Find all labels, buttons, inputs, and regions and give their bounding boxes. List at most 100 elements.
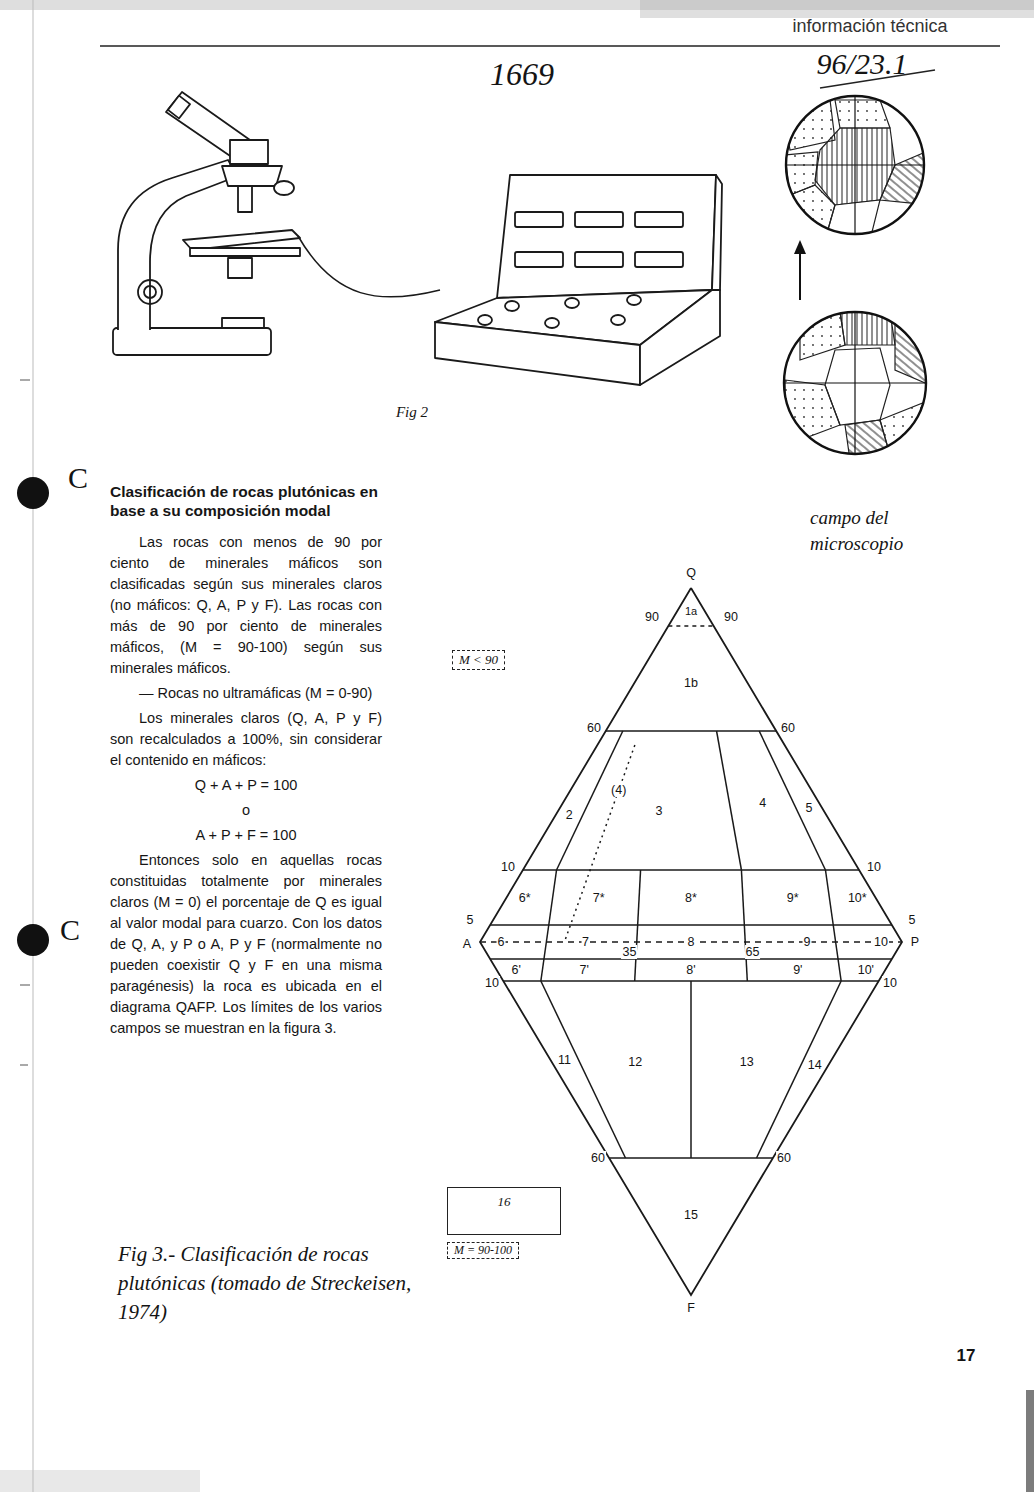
- field-boundary: [480, 588, 902, 1295]
- field-boundary: [557, 731, 623, 870]
- field-boundary: [523, 869, 859, 871]
- microscope: [144, 286, 156, 298]
- microscope-field: [784, 312, 930, 460]
- microscope: [228, 258, 252, 278]
- field-number: 7: [581, 935, 590, 949]
- console: [635, 212, 683, 227]
- console: [712, 175, 722, 290]
- field-number: 9*: [786, 891, 800, 905]
- microscope-field: [784, 312, 926, 454]
- cable: [298, 236, 440, 297]
- figure-caption: Fig 3.- Clasificación de rocas plutónica…: [118, 1240, 438, 1327]
- scan-border: [0, 1470, 200, 1492]
- margin-mark: C: [68, 461, 88, 495]
- console: [611, 315, 625, 325]
- condition-box: M < 90: [452, 650, 505, 670]
- cable: [298, 236, 440, 297]
- running-header: información técnica: [792, 16, 947, 37]
- microscope: [222, 318, 264, 328]
- field-label: Q: [685, 566, 697, 580]
- microscope-field: [784, 382, 926, 383]
- field-boundary: [490, 924, 892, 926]
- field-number: 65: [745, 945, 761, 959]
- field-label: F: [686, 1301, 696, 1315]
- field-number: 8*: [684, 891, 698, 905]
- microscope-field: [785, 380, 840, 440]
- field-boundary: [759, 731, 825, 870]
- field-label: P: [910, 935, 920, 949]
- microscope-field: [835, 100, 890, 128]
- field-boundary: [541, 870, 557, 981]
- field-number: 7*: [592, 891, 606, 905]
- box-text: M = 90-100: [454, 1243, 512, 1258]
- console: [575, 212, 623, 227]
- microscope-field: [880, 400, 930, 460]
- field-number: 9: [803, 935, 812, 949]
- field-number: 6*: [518, 891, 532, 905]
- scan-border: [17, 477, 49, 509]
- microscope: [222, 166, 282, 186]
- field-number: 8: [687, 935, 696, 949]
- margin-mark: C: [60, 913, 80, 947]
- console: [627, 295, 641, 305]
- microscope-field: [784, 96, 930, 460]
- field-number: 12: [627, 1055, 643, 1069]
- console: [505, 301, 519, 311]
- microscope: [183, 230, 300, 250]
- scan-border: [20, 1065, 28, 1066]
- handwritten-number: 96/23.1: [817, 49, 908, 79]
- console: [478, 315, 492, 325]
- formula: Q + A + P = 100: [110, 775, 382, 796]
- field-label: 10: [484, 976, 500, 990]
- field-number: 7': [578, 963, 589, 977]
- field-number: 9': [792, 963, 803, 977]
- console: [575, 252, 623, 267]
- field-boundary: [668, 625, 713, 627]
- microscope: [230, 140, 268, 164]
- console: [515, 252, 563, 267]
- field-number: 6': [510, 963, 521, 977]
- microscope: [238, 186, 252, 212]
- section-heading: Clasificación de rocas plutónicas en bas…: [110, 482, 382, 520]
- field-number: 10: [873, 935, 889, 949]
- console: [640, 290, 720, 385]
- field-label: 60: [776, 1151, 792, 1165]
- figure-note: campo del microscopio: [810, 505, 960, 557]
- scan-border: [1026, 1390, 1034, 1492]
- field-number: 13: [739, 1055, 755, 1069]
- field-number: 15: [683, 1208, 699, 1222]
- microscope: [138, 280, 162, 304]
- field-number: 14: [807, 1058, 823, 1072]
- field-label: 10: [866, 860, 882, 874]
- console: [515, 212, 563, 227]
- field-number: 2: [565, 808, 574, 822]
- field-boundary: [635, 870, 641, 981]
- console: [545, 318, 559, 328]
- field-boundary: [564, 745, 634, 942]
- formula: o: [110, 800, 382, 821]
- field-boundary: [825, 870, 841, 981]
- field-boundary: [541, 981, 626, 1158]
- scan-border: [17, 924, 49, 956]
- field-label: 5: [466, 913, 475, 927]
- microscope-field: [840, 312, 895, 345]
- scan-border: [100, 45, 1000, 47]
- scan-border: [20, 985, 30, 986]
- field-number: 10': [857, 963, 875, 977]
- field-label: 90: [644, 610, 660, 624]
- box-text: M < 90: [459, 652, 498, 668]
- text-column: Clasificación de rocas plutónicas en bas…: [110, 482, 382, 1043]
- microscope-field: [786, 96, 924, 234]
- field-number: (4): [610, 783, 627, 797]
- formula: A + P + F = 100: [110, 825, 382, 846]
- field-label: 60: [590, 1151, 606, 1165]
- microscope: [113, 92, 300, 355]
- body-paragraph: Las rocas con menos de 90 por ciento de …: [110, 532, 382, 679]
- handwritten-number: 1669: [490, 58, 554, 90]
- field-number: 1a: [684, 605, 698, 617]
- body-paragraph: — Rocas no ultramáficas (M = 0-90): [110, 683, 382, 704]
- console: [435, 175, 722, 385]
- body-paragraph: Entonces solo en aquellas rocas constitu…: [110, 850, 382, 1039]
- microscope: [113, 328, 271, 355]
